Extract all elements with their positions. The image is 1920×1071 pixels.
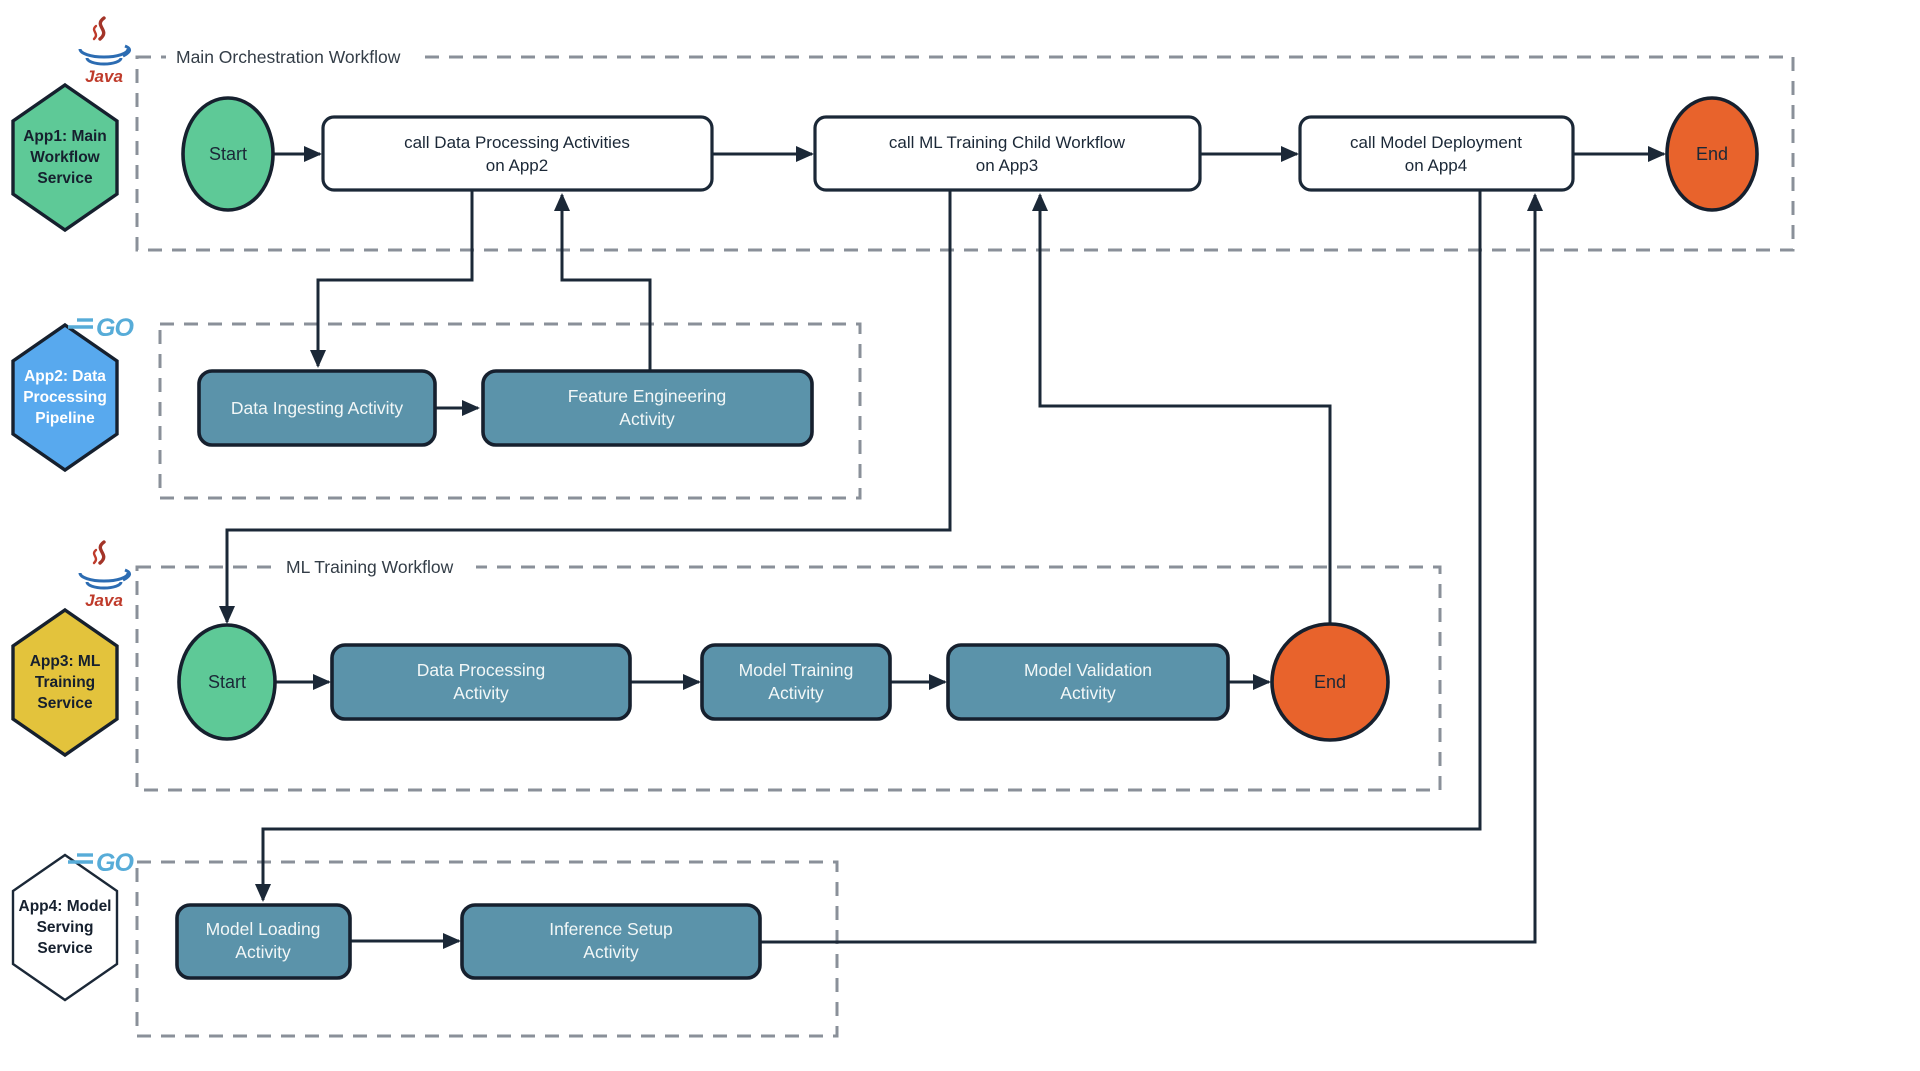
main-workflow-container: [135, 55, 1795, 252]
svg-text:End: End: [1696, 144, 1728, 164]
svg-text:Model Loading: Model Loading: [206, 919, 321, 939]
svg-text:App4: Model: App4: Model: [19, 898, 112, 915]
svg-text:Service: Service: [37, 695, 93, 712]
svg-text:GO: GO: [96, 314, 134, 342]
svg-text:Pipeline: Pipeline: [35, 410, 95, 427]
svg-text:call Data Processing Activitie: call Data Processing Activities: [404, 133, 630, 152]
app4-hexagon: App4: Model Serving Service: [11, 853, 119, 1002]
node-model-training: Model Training Activity: [700, 643, 892, 721]
connectors: [219, 146, 1666, 949]
ml-workflow-container: [135, 565, 1442, 792]
svg-text:Service: Service: [37, 170, 93, 187]
node-call-model-deployment: call Model Deployment on App4: [1298, 115, 1575, 192]
node-data-processing: Data Processing Activity: [330, 643, 632, 721]
svg-text:ML Training Workflow: ML Training Workflow: [286, 557, 454, 577]
node-inference-setup: Inference Setup Activity: [460, 903, 762, 980]
svg-text:Activity: Activity: [619, 409, 675, 429]
node-call-ml-training: call ML Training Child Workflow on App3: [813, 115, 1202, 192]
svg-text:Activity: Activity: [453, 683, 509, 703]
app3-hexagon: App3: ML Training Service: [11, 607, 119, 758]
java-icon: Java: [78, 16, 131, 86]
go-icon: GO: [68, 849, 135, 877]
svg-text:Java: Java: [85, 591, 123, 610]
main-workflow-title: Main Orchestration Workflow: [166, 43, 422, 71]
svg-text:call ML Training Child Workflo: call ML Training Child Workflow: [889, 133, 1126, 152]
node-model-loading: Model Loading Activity: [175, 903, 352, 980]
svg-text:GO: GO: [96, 849, 134, 877]
svg-text:on App4: on App4: [1405, 156, 1467, 175]
svg-text:Data Processing: Data Processing: [417, 660, 545, 680]
svg-text:Model Validation: Model Validation: [1024, 660, 1152, 680]
svg-text:Main Orchestration Workflow: Main Orchestration Workflow: [176, 47, 401, 67]
ml-workflow-title: ML Training Workflow: [276, 553, 476, 581]
edge-callml-to-mlstart: [219, 190, 952, 624]
edge-calldp-to-ingest: [310, 190, 474, 368]
svg-text:Data Ingesting Activity: Data Ingesting Activity: [231, 398, 403, 418]
svg-text:Activity: Activity: [768, 683, 824, 703]
edge-feature-to-calldp: [554, 193, 652, 371]
svg-text:App3: ML: App3: ML: [30, 653, 101, 670]
svg-text:Processing: Processing: [23, 389, 107, 406]
svg-text:Start: Start: [209, 144, 247, 164]
app1-hexagon: App1: Main Workflow Service: [11, 82, 119, 233]
svg-text:on App3: on App3: [976, 156, 1038, 175]
go-icon: GO: [68, 314, 135, 342]
node-model-validation: Model Validation Activity: [946, 643, 1230, 721]
svg-text:Activity: Activity: [1060, 683, 1116, 703]
node-ml-end: End: [1270, 622, 1390, 742]
svg-text:Java: Java: [85, 67, 123, 86]
node-feature-engineering: Feature Engineering Activity: [481, 369, 814, 447]
node-call-data-processing: call Data Processing Activities on App2: [321, 115, 714, 192]
app2-container: [158, 322, 862, 500]
svg-text:Training: Training: [35, 674, 95, 691]
svg-text:Serving: Serving: [37, 919, 94, 936]
app2-hexagon: App2: Data Processing Pipeline: [11, 322, 119, 473]
svg-text:End: End: [1314, 672, 1346, 692]
svg-text:Start: Start: [208, 672, 246, 692]
node-ml-start: Start: [177, 623, 277, 741]
node-main-start: Start: [181, 96, 275, 212]
edge-callmd-to-load: [255, 190, 1482, 902]
java-icon: Java: [78, 540, 131, 610]
app4-container: [135, 860, 839, 1038]
node-main-end: End: [1665, 96, 1759, 212]
svg-text:App2: Data: App2: Data: [24, 368, 106, 385]
svg-text:call Model Deployment: call Model Deployment: [1350, 133, 1522, 152]
svg-text:Feature Engineering: Feature Engineering: [568, 386, 727, 406]
svg-text:Activity: Activity: [583, 942, 639, 962]
edge-mlend-to-callml: [1032, 193, 1332, 624]
svg-text:Model Training: Model Training: [739, 660, 854, 680]
node-data-ingesting: Data Ingesting Activity: [197, 369, 437, 447]
svg-text:Workflow: Workflow: [30, 149, 100, 166]
svg-text:on App2: on App2: [486, 156, 548, 175]
svg-text:App1: Main: App1: Main: [23, 128, 107, 145]
svg-text:Service: Service: [37, 940, 93, 957]
edge-infer-to-callmd: [760, 193, 1543, 944]
svg-text:Inference Setup: Inference Setup: [549, 919, 673, 939]
svg-text:Activity: Activity: [235, 942, 291, 962]
